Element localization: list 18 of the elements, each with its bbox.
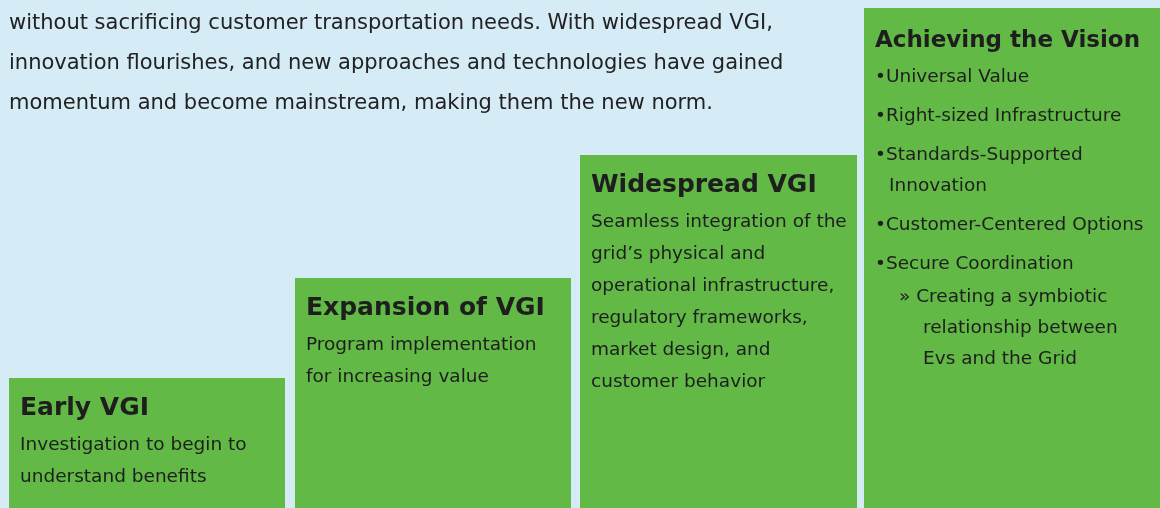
bullet-item: •Right-sized Infrastructure	[875, 103, 1123, 127]
bullet-item: •Customer-Centered Options	[875, 212, 1145, 236]
bullet-item: •Secure Coordination	[875, 251, 1075, 275]
stage-box	[580, 155, 857, 508]
stage-heading: Achieving the Vision	[875, 25, 1142, 54]
stage-box	[864, 8, 1160, 508]
bullet-item: » Creating a symbiotic relationship between Evs and the Grid	[898, 284, 1119, 370]
stage-box	[9, 378, 285, 508]
stage-heading: Expansion of VGI	[306, 291, 546, 323]
bullet-item: •Standards-Supported Innovation	[875, 142, 1084, 197]
stage-description: Investigation to begin to understand benefits	[20, 432, 248, 488]
stage-heading: Early VGI	[20, 391, 151, 423]
stage-description: Program implementation for increasing value	[306, 332, 538, 388]
intro-paragraph: without sacrificing customer transportation needs. With widespread VGI, innovation flourishes, and new approaches and technologies have gained momentum and become mainstream, making them the new norm.	[9, 9, 785, 116]
bullet-item: •Universal Value	[875, 64, 1031, 88]
stage-description: Seamless integration of the grid’s physical and operational infrastructure, regulatory frameworks, market design, and customer behavior	[591, 209, 847, 393]
stage-box	[295, 278, 571, 508]
stage-heading: Widespread VGI	[591, 168, 818, 200]
